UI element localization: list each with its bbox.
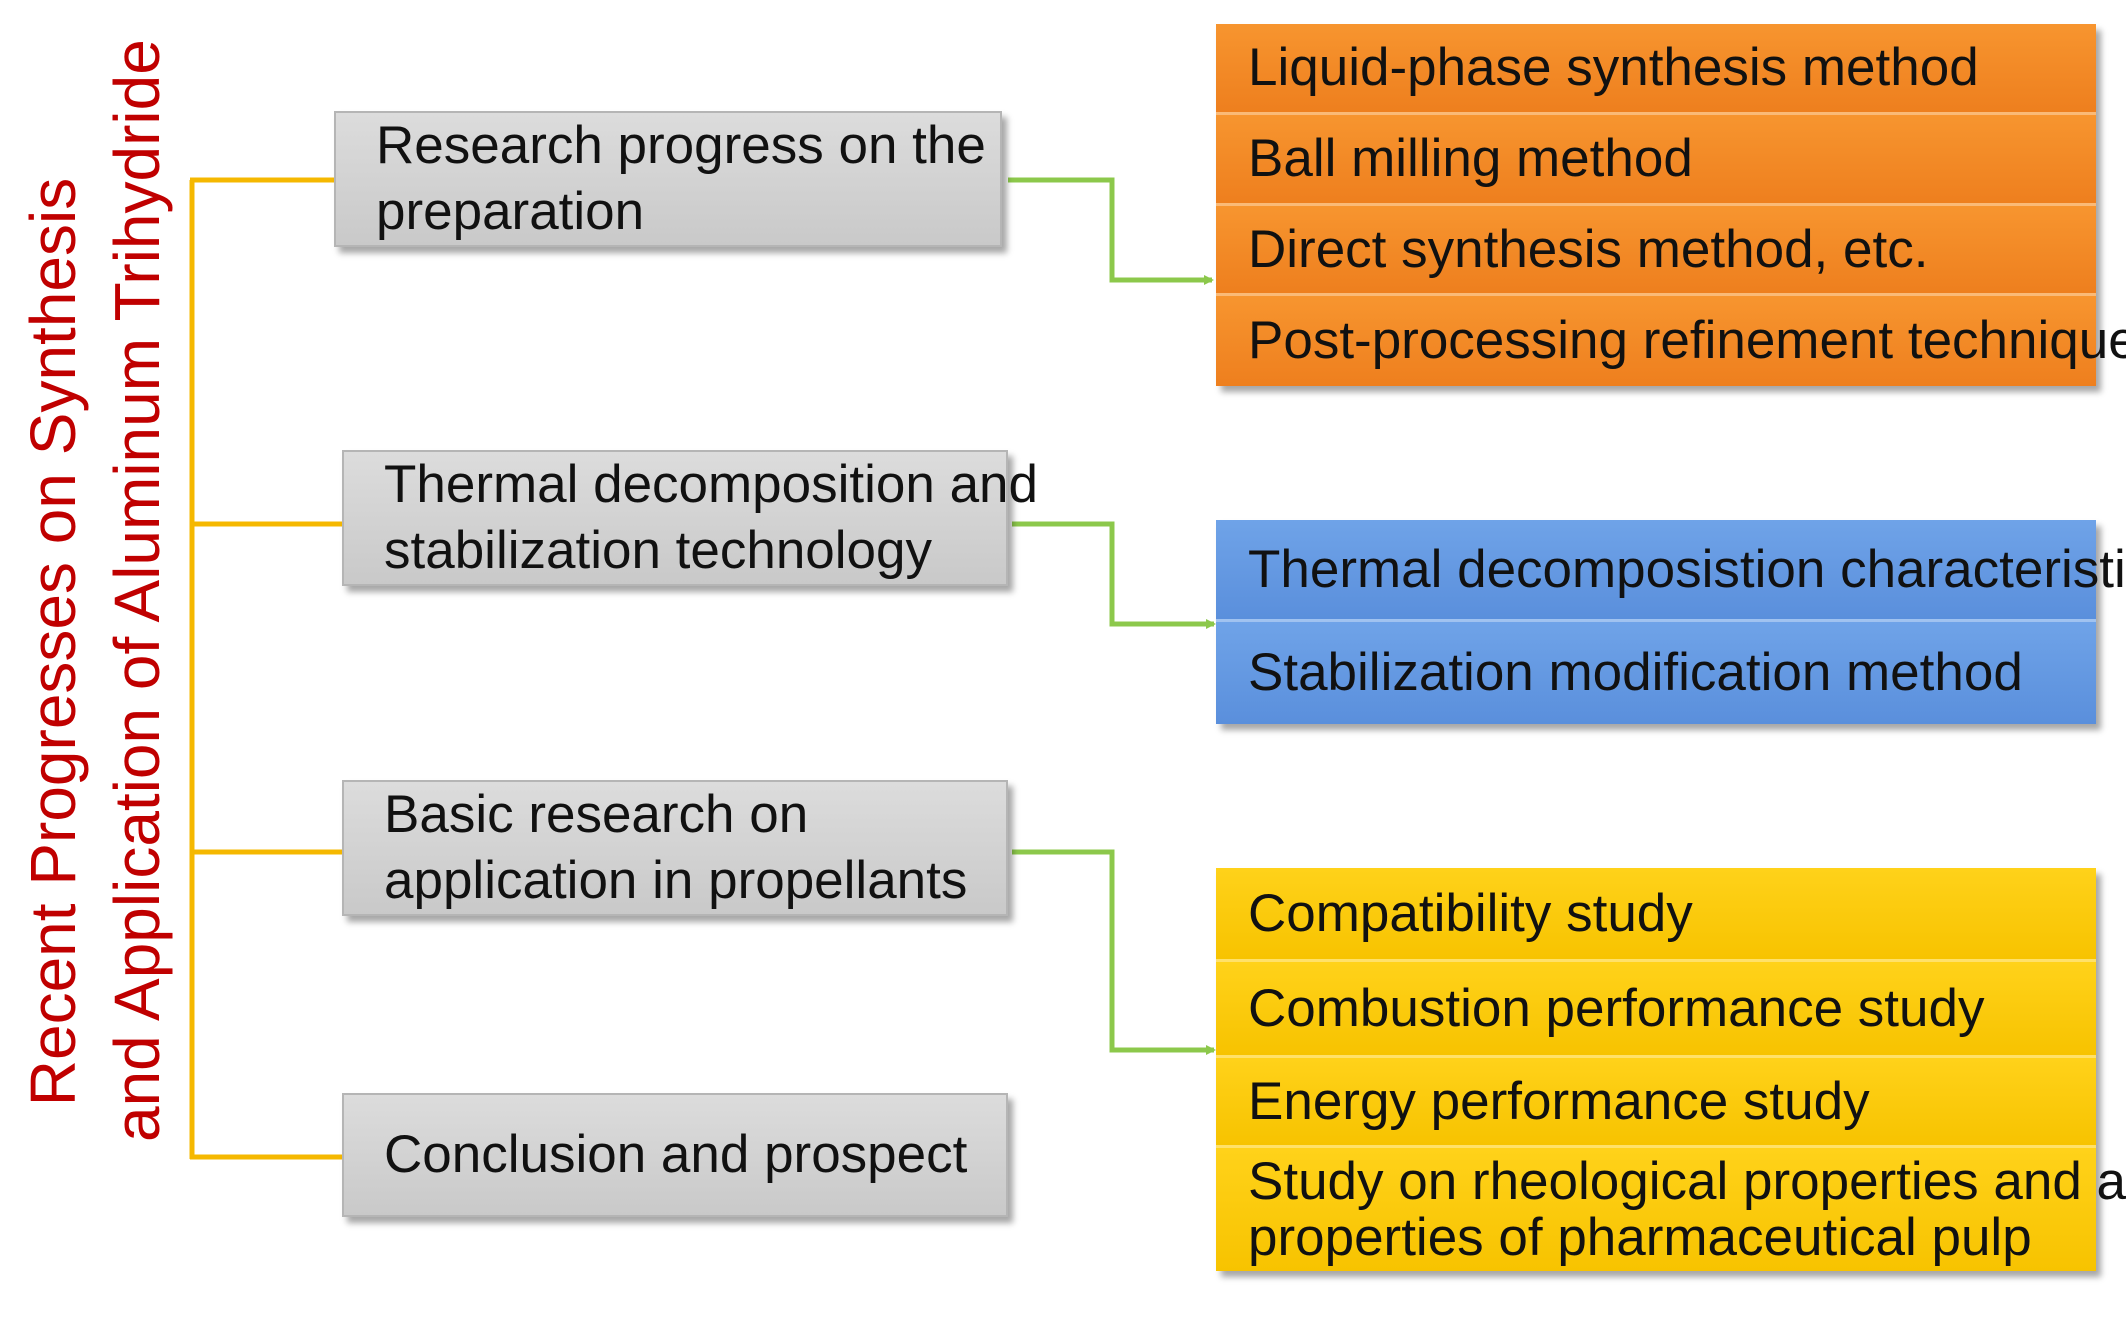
detail-group-preparation: Liquid-phase synthesis method Ball milli…: [1216, 24, 2126, 386]
detail-item-text: Stabilization modification method: [1248, 643, 2023, 702]
section-label-line: Conclusion and prospect: [384, 1125, 968, 1184]
detail-item-text: Study on rheological properties and agin…: [1248, 1151, 2126, 1211]
detail-item: Combustion performance study: [1216, 962, 2096, 1058]
branch-arrow-preparation: [1008, 177, 1214, 285]
detail-item: Liquid-phase synthesis method: [1216, 24, 2096, 115]
detail-item-text: Combustion performance study: [1248, 978, 1985, 1038]
section-box-propellants: Basic research on application in propell…: [342, 780, 1008, 916]
section-label-line: application in propellants: [384, 851, 968, 910]
diagram-title-text: Recent Progresses on Synthesis and Appli…: [11, 39, 179, 1142]
branch-arrow-thermal: [1012, 521, 1216, 629]
detail-item: Ball milling method: [1216, 115, 2096, 206]
section-box-preparation: Research progress on the preparation: [334, 111, 1002, 247]
section-label-line: Thermal decomposition and: [384, 455, 1039, 514]
detail-item: Thermal decomposistion characteristics: [1216, 520, 2126, 622]
detail-item: Direct synthesis method, etc.: [1216, 206, 2096, 296]
detail-item-text: Compatibility study: [1248, 883, 1693, 943]
detail-group-thermal: Thermal decomposistion characteristics S…: [1216, 520, 2126, 724]
detail-item-text: Ball milling method: [1248, 129, 1693, 188]
detail-item-text: Post-processing refinement technique: [1248, 311, 2126, 370]
detail-item: Stabilization modification method: [1216, 622, 2096, 724]
section-label-line: Research progress on the: [376, 116, 986, 175]
branch-arrow-propellants: [1012, 849, 1216, 1055]
detail-item-text: Energy performance study: [1248, 1071, 1870, 1131]
detail-item: Study on rheological properties and agin…: [1216, 1148, 2126, 1271]
detail-item: Compatibility study: [1216, 868, 2096, 962]
section-label-line: preparation: [376, 182, 645, 241]
section-box-thermal: Thermal decomposition and stabilization …: [342, 450, 1039, 586]
detail-item-text: Direct synthesis method, etc.: [1248, 219, 1929, 279]
detail-group-propellants: Compatibility study Combustion performan…: [1216, 868, 2126, 1271]
detail-item-text: Liquid-phase synthesis method: [1248, 38, 1979, 97]
detail-item: Energy performance study: [1216, 1058, 2096, 1148]
detail-item-text: properties of pharmaceutical pulp: [1248, 1207, 2032, 1267]
section-box-conclusion: Conclusion and prospect: [342, 1093, 1008, 1217]
title-line-2: and Application of Aluminum Trihydride: [101, 39, 173, 1142]
detail-item: Post-processing refinement technique: [1216, 296, 2126, 386]
section-label-line: Basic research on: [384, 785, 809, 844]
diagram-title: Recent Progresses on Synthesis and Appli…: [0, 0, 190, 1323]
title-line-1: Recent Progresses on Synthesis: [17, 177, 89, 1107]
section-label-line: stabilization technology: [384, 521, 933, 580]
detail-item-text: Thermal decomposistion characteristics: [1248, 539, 2126, 599]
